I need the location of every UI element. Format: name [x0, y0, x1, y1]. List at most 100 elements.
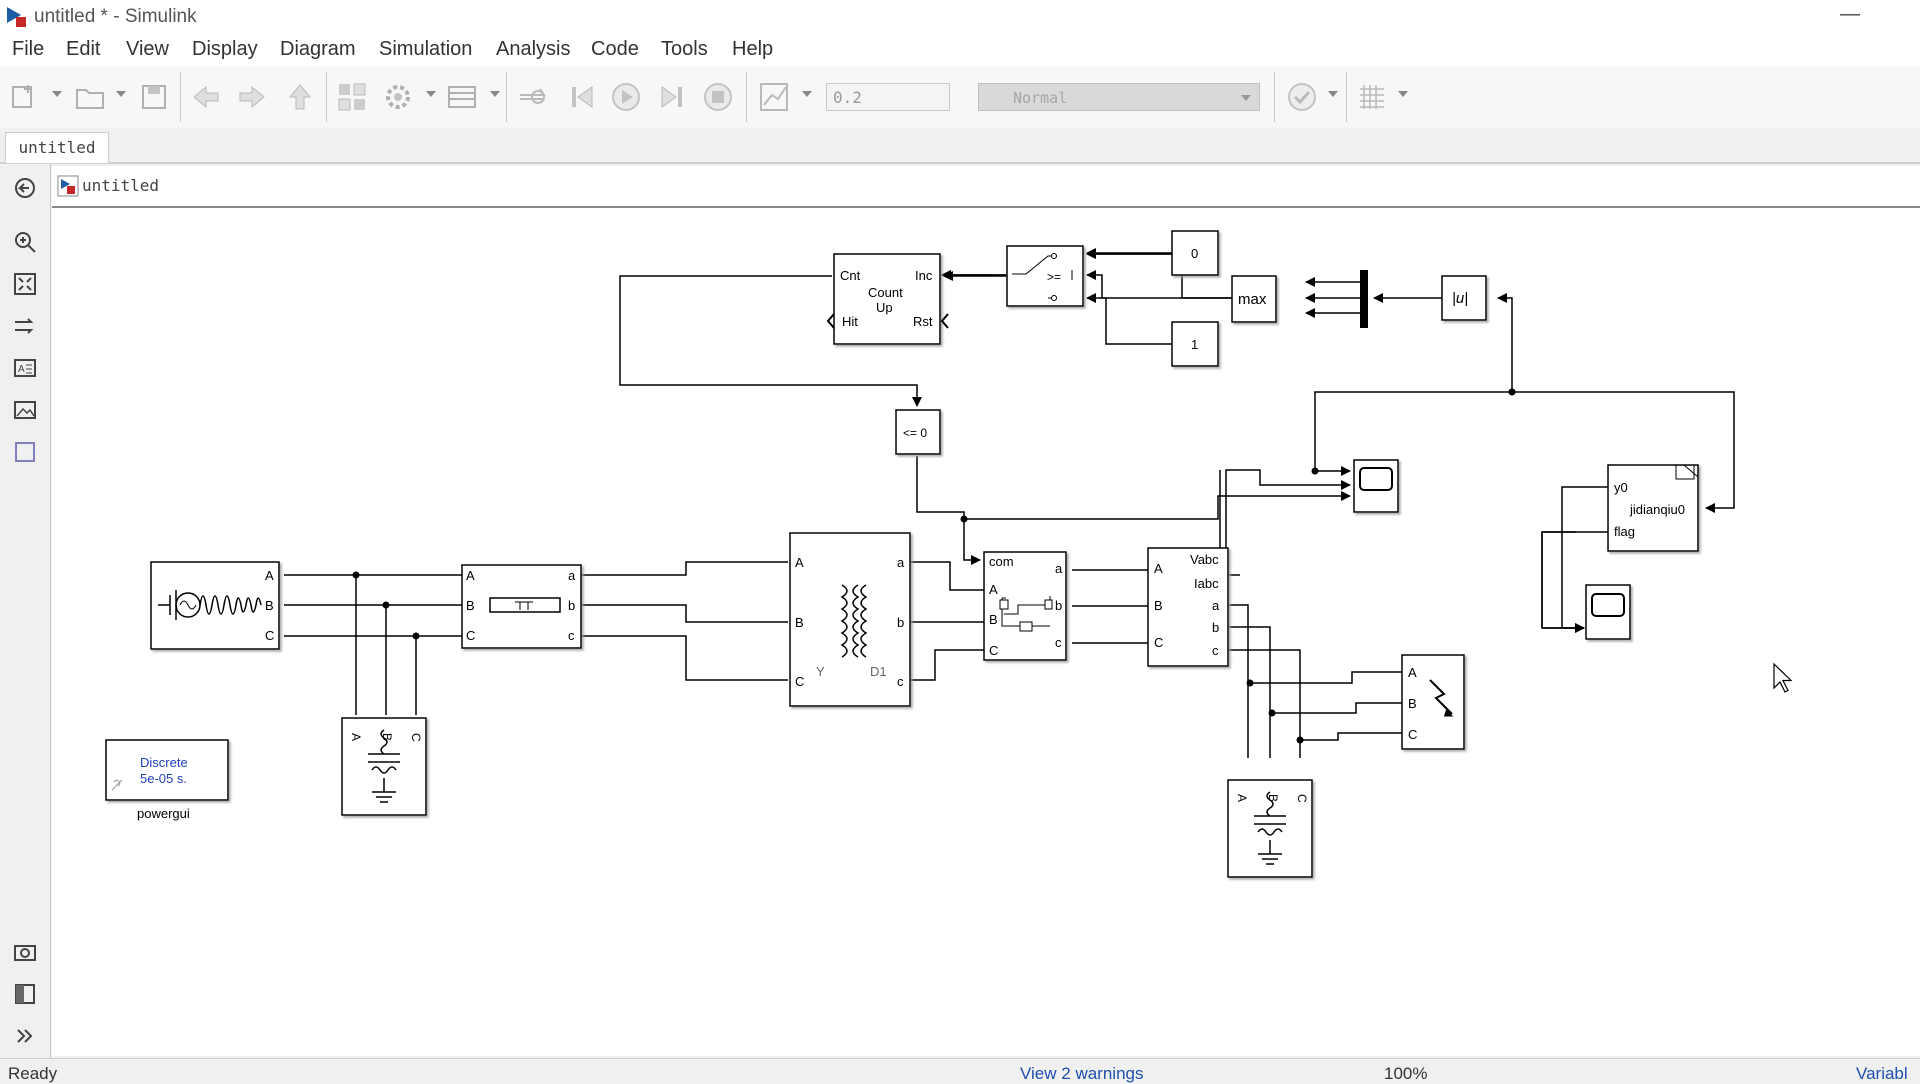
toolbar: 0.2 Normal: [0, 66, 1920, 129]
max-block[interactable]: max: [1231, 275, 1277, 323]
step-back-icon[interactable]: [516, 81, 548, 113]
svg-text:A: A: [466, 568, 475, 583]
step-backward-icon[interactable]: [566, 81, 598, 113]
simulink-icon: [7, 7, 26, 27]
run-icon[interactable]: [610, 81, 642, 113]
scope-signal-icon[interactable]: [758, 81, 790, 113]
three-phase-load-1-block[interactable]: A B C: [341, 717, 427, 816]
svg-text:C: C: [989, 643, 998, 658]
open-dropdown-icon[interactable]: [116, 91, 126, 97]
menu-code[interactable]: Code: [591, 38, 639, 60]
menu-diagram[interactable]: Diagram: [280, 38, 356, 60]
scope-2-block[interactable]: [1585, 584, 1631, 640]
status-variable-link[interactable]: Variabl: [1856, 1064, 1908, 1083]
counter-block[interactable]: Cnt Inc Count Up Hit Rst: [826, 253, 949, 345]
demux-block[interactable]: [1360, 270, 1368, 328]
relay-flag-label: flag: [1614, 524, 1635, 539]
settings-dropdown-icon[interactable]: [426, 91, 436, 97]
load2-port-c: C: [1295, 794, 1309, 803]
fit-to-view-icon[interactable]: [13, 272, 37, 296]
advisor-dropdown-icon[interactable]: [1328, 91, 1338, 97]
menu-simulation[interactable]: Simulation: [379, 38, 473, 60]
three-phase-line-block[interactable]: ABC abc: [461, 564, 582, 649]
source-port-b: B: [265, 598, 274, 613]
powergui-name: powergui: [137, 806, 190, 821]
build-grid-icon[interactable]: [1356, 81, 1388, 113]
svg-text:a: a: [1212, 598, 1220, 613]
simulation-mode-select[interactable]: Normal: [978, 83, 1260, 111]
meas-vabc-label: Vabc: [1190, 552, 1219, 567]
load1-port-b: B: [380, 733, 394, 741]
save-icon[interactable]: [138, 81, 170, 113]
svg-text:C: C: [1154, 635, 1163, 650]
three-phase-load-2-block[interactable]: A B C: [1227, 779, 1313, 878]
screenshot-camera-icon[interactable]: [13, 940, 37, 964]
powergui-line-2: 5e-05 s.: [140, 771, 187, 786]
area-icon[interactable]: [13, 440, 37, 464]
menu-file[interactable]: File: [12, 38, 45, 60]
svg-text:C: C: [1408, 727, 1417, 742]
menu-display[interactable]: Display: [192, 38, 258, 60]
annotation-icon[interactable]: A: [13, 356, 37, 380]
compare-to-zero-block[interactable]: <= 0: [895, 409, 941, 455]
property-inspector-icon[interactable]: [13, 982, 37, 1006]
switch-block[interactable]: >=: [1006, 245, 1084, 307]
build-dropdown-icon[interactable]: [1398, 91, 1408, 97]
tab-untitled[interactable]: untitled: [5, 132, 109, 163]
relay-sfunction-block[interactable]: y0 jidianqiu0 flag: [1607, 464, 1699, 552]
counter-cnt-label: Cnt: [840, 268, 861, 283]
constant-one-block[interactable]: 1: [1171, 321, 1219, 367]
counter-rst-label: Rst: [913, 314, 933, 329]
expand-chevrons-icon[interactable]: [13, 1024, 37, 1048]
status-warnings-link[interactable]: View 2 warnings: [1020, 1064, 1144, 1083]
up-arrow-icon[interactable]: [284, 81, 316, 113]
vi-measurement-block[interactable]: ABC Vabc Iabc abc: [1147, 547, 1229, 667]
forward-arrow-icon[interactable]: [236, 81, 268, 113]
powergui-block[interactable]: Discrete 5e-05 s. powergui: [105, 739, 229, 821]
menu-analysis[interactable]: Analysis: [496, 38, 571, 60]
step-forward-icon[interactable]: [656, 81, 688, 113]
route-lines-icon[interactable]: [13, 314, 37, 338]
minimize-button[interactable]: —: [1840, 3, 1860, 25]
abs-label: |u|: [1452, 290, 1468, 307]
scope-dropdown-icon[interactable]: [802, 91, 812, 97]
menu-help[interactable]: Help: [732, 38, 774, 60]
constant-zero-block[interactable]: 0: [1171, 230, 1219, 276]
settings-gear-icon[interactable]: [382, 81, 414, 113]
svg-text:a: a: [1055, 561, 1063, 576]
menu-edit[interactable]: Edit: [66, 38, 101, 60]
zoom-in-icon[interactable]: [13, 230, 37, 254]
back-arrow-icon[interactable]: [190, 81, 222, 113]
abs-block[interactable]: |u|: [1441, 275, 1487, 321]
three-phase-fault-block[interactable]: ABC: [1401, 654, 1465, 750]
image-icon[interactable]: [13, 398, 37, 422]
hide-browser-icon[interactable]: [13, 176, 37, 200]
new-model-icon[interactable]: [8, 81, 40, 113]
powergui-line-1: Discrete: [140, 755, 188, 770]
three-phase-transformer-block[interactable]: A B C a b c Y D1: [789, 532, 911, 707]
three-phase-breaker-block[interactable]: com ABC abc: [983, 551, 1067, 661]
open-folder-icon[interactable]: [74, 81, 106, 113]
counter-inc-label: Inc: [915, 268, 933, 283]
load1-port-c: C: [409, 733, 423, 742]
scope-1-block[interactable]: [1353, 459, 1399, 513]
explorer-dropdown-icon[interactable]: [490, 91, 500, 97]
stop-icon[interactable]: [702, 81, 734, 113]
model-explorer-icon[interactable]: [446, 81, 478, 113]
constant-one-value: 1: [1191, 337, 1198, 352]
model-advisor-check-icon[interactable]: [1286, 81, 1318, 113]
load2-port-b: B: [1266, 794, 1280, 802]
new-dropdown-icon[interactable]: [52, 91, 62, 97]
three-phase-source-block[interactable]: A B C: [150, 561, 280, 650]
menu-tools[interactable]: Tools: [661, 38, 708, 60]
stop-time-input[interactable]: 0.2: [826, 83, 950, 111]
mouse-cursor-icon: [1773, 662, 1793, 693]
library-browser-icon[interactable]: [336, 81, 368, 113]
breadcrumb-model-name[interactable]: untitled: [82, 176, 160, 195]
menu-view[interactable]: View: [126, 38, 169, 60]
transformer-primary-label: Y: [816, 664, 825, 679]
load2-port-a: A: [1235, 794, 1249, 802]
left-palette: A: [0, 164, 51, 1059]
svg-text:a: a: [568, 568, 576, 583]
